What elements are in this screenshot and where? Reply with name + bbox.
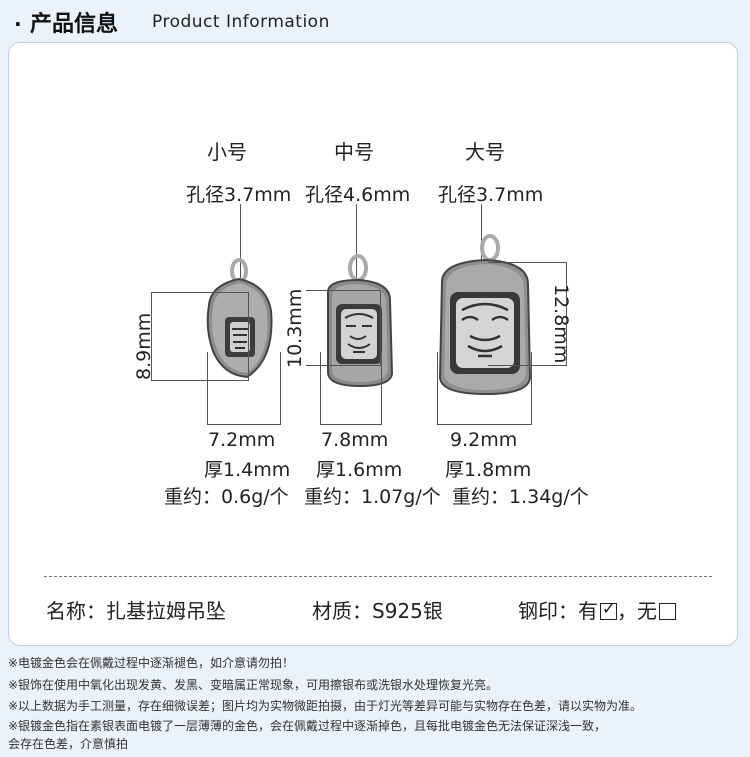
- note-4: ※银镀金色指在素银表面电镀了一层薄薄的金色，会在佩戴过程中逐渐掉色，且每批电镀金…: [8, 719, 607, 733]
- size-label-medium: 中号: [334, 140, 374, 164]
- stamp-no-checkbox: [659, 603, 676, 620]
- note-2: ※银饰在使用中氧化出现发黄、发黑、变暗属正常现象，可用擦银布或洗银水处理恢复光亮…: [8, 678, 499, 692]
- size-label-large: 大号: [465, 140, 505, 164]
- width-bracket-small: [207, 352, 281, 425]
- thickness-label-small: 厚1.4mm: [204, 459, 291, 481]
- hole-pointer-small: [240, 204, 241, 278]
- size-label-small: 小号: [207, 140, 247, 164]
- stamp-label: 钢印：有: [518, 599, 598, 623]
- height-label-medium: 10.3mm: [284, 288, 306, 368]
- height-bracket-small: [151, 292, 249, 381]
- note-3: ※以上数据为手工测量，存在细微误差；图片均为实物微距拍摄，由于灯光等差异可能与实…: [8, 699, 643, 713]
- width-bracket-large: [437, 352, 532, 425]
- weight-label-small: 重约：0.6g/个: [164, 486, 289, 508]
- height-label-small: 8.9mm: [133, 312, 155, 380]
- header: · 产品信息 Product Information: [0, 0, 750, 42]
- stamp-info: 钢印：有 ，无: [518, 595, 676, 624]
- stamp-no-label: ，无: [617, 599, 657, 623]
- pendant-small-image: [206, 258, 273, 379]
- note-1: ※电镀金色会在佩戴过程中逐渐褪色，如介意请勿拍！: [8, 656, 295, 670]
- weight-label-large: 重约：1.34g/个: [452, 486, 589, 508]
- pendant-large-image: [438, 234, 532, 396]
- thickness-label-large: 厚1.8mm: [445, 459, 532, 481]
- width-label-small: 7.2mm: [208, 429, 276, 451]
- product-material: 材质：S925银: [312, 599, 443, 623]
- pendant-medium-image: [327, 254, 394, 388]
- title-bullet: ·: [14, 12, 22, 36]
- hole-label-medium: 孔径4.6mm: [305, 184, 411, 206]
- height-bracket-large: [488, 262, 567, 366]
- weight-label-medium: 重约：1.07g/个: [304, 486, 441, 508]
- width-label-medium: 7.8mm: [321, 429, 389, 451]
- height-label-large: 12.8mm: [550, 284, 572, 364]
- width-label-large: 9.2mm: [450, 429, 518, 451]
- height-bracket-medium: [306, 290, 381, 366]
- note-5: 会存在色差，介意慎拍: [8, 737, 129, 751]
- width-bracket-medium: [320, 352, 382, 425]
- page-subtitle: Product Information: [152, 12, 330, 32]
- thickness-label-medium: 厚1.6mm: [316, 459, 403, 481]
- dashed-divider: [44, 576, 712, 577]
- product-name: 名称：扎基拉姆吊坠: [46, 599, 226, 623]
- page-title: 产品信息: [30, 12, 119, 37]
- hole-label-large: 孔径3.7mm: [438, 184, 544, 206]
- hole-pointer-large: [481, 204, 482, 260]
- hole-label-small: 孔径3.7mm: [186, 184, 292, 206]
- stamp-yes-checkbox: [600, 599, 617, 620]
- hole-pointer-medium: [356, 204, 357, 280]
